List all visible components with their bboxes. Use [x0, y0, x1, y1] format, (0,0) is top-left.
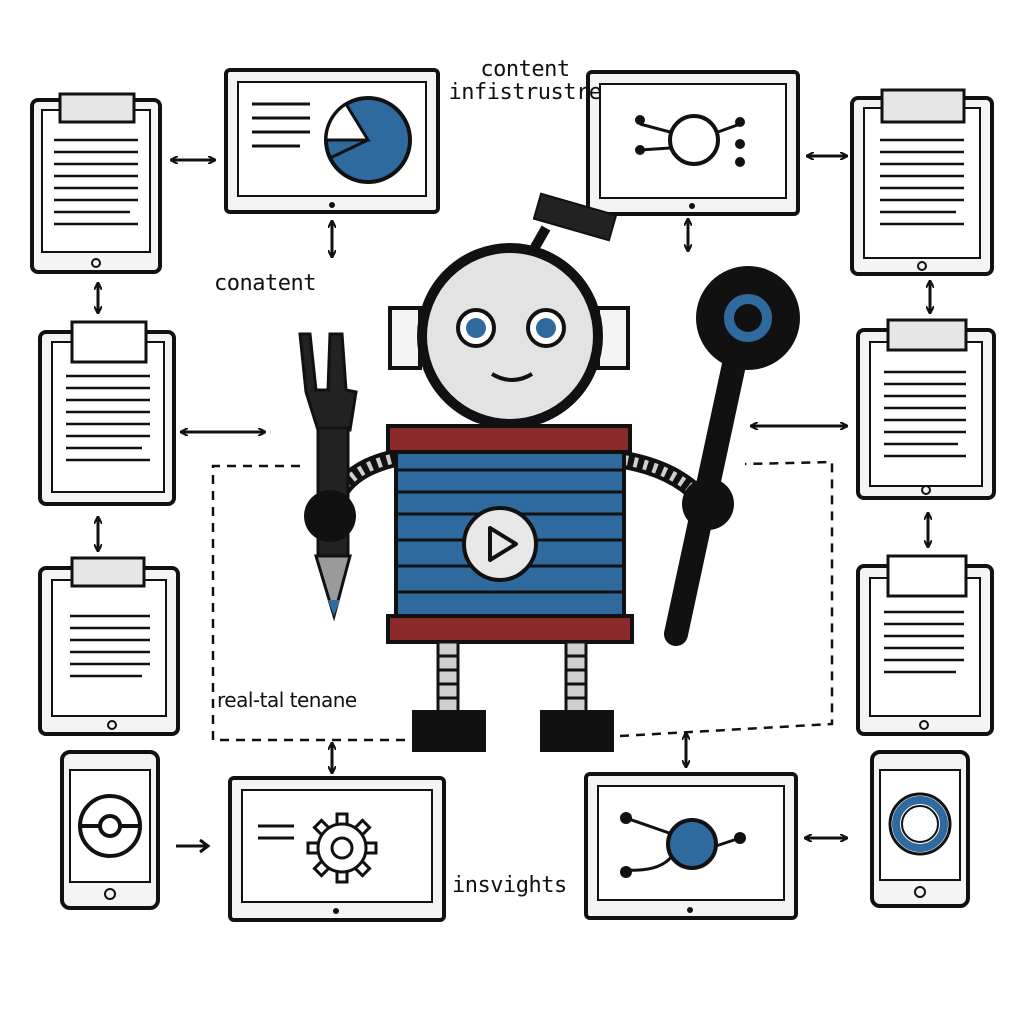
robot-foot-right: [540, 710, 614, 752]
dashed-boundary: [211, 460, 834, 742]
robot-bottom-band: [386, 614, 634, 644]
robot-hand-left: [304, 490, 356, 542]
magnifier-wand-icon: [664, 266, 800, 646]
robot-legs: [412, 640, 614, 752]
insvights-label: insvights: [452, 873, 567, 898]
ring-icon: [888, 792, 952, 856]
phone-right-bottom: [870, 750, 970, 908]
connected-node-icon: [620, 812, 746, 878]
gear-icon: [306, 812, 378, 884]
robot-top-band: [386, 424, 632, 454]
robot-icon: [298, 192, 800, 752]
doc-tablet-right-3: [856, 554, 994, 736]
doc-tablet-left-2: [38, 320, 176, 506]
play-icon: [462, 506, 538, 582]
monitor-bottom-right: [584, 772, 798, 920]
monitor-top-right: [586, 70, 800, 216]
doc-tablet-right-2: [856, 318, 996, 500]
robot-hand-right: [682, 478, 734, 530]
target-circle-icon: [78, 794, 142, 858]
robot-head: [417, 243, 603, 429]
phone-left-bottom: [60, 750, 160, 910]
content-infrastructure-label: content infistrustre: [445, 58, 605, 104]
connector-arrows: [98, 156, 930, 854]
robot-smile: [490, 372, 534, 382]
doc-tablet-left-3: [38, 556, 180, 736]
content-infra-line2: infistrustre: [448, 80, 602, 106]
monitor-top-left: [224, 68, 440, 214]
pie-chart-icon: [324, 96, 412, 184]
conatent-label: conatent: [214, 271, 316, 296]
content-infra-line1: content: [480, 57, 570, 82]
wrench-icon: [298, 332, 358, 622]
robot-eyes: [456, 308, 566, 348]
real-tal-tenane-label: real-tal tenane: [215, 688, 359, 712]
network-node-icon: [635, 114, 745, 167]
doc-tablet-right-1: [850, 88, 994, 276]
robot-foot-left: [412, 710, 486, 752]
monitor-bottom-left: [228, 776, 446, 922]
doc-tablet-left-1: [30, 92, 162, 274]
